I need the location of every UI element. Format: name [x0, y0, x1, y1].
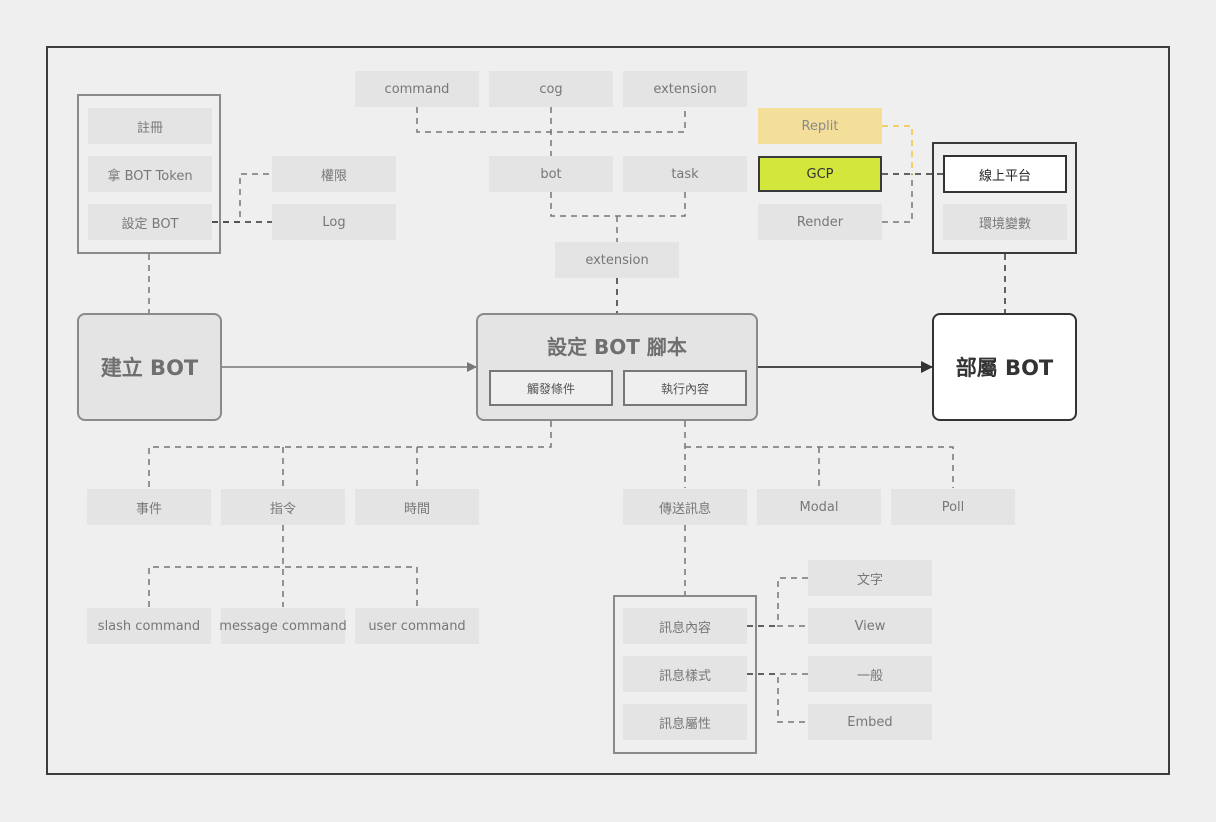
exec-box: 執行內容	[623, 370, 747, 406]
env-vars-box: 環境變數	[943, 204, 1067, 240]
slash-command-box: slash command	[87, 608, 211, 644]
user-command-box: user command	[355, 608, 479, 644]
replit-box: Replit	[758, 108, 882, 144]
task-box: task	[623, 156, 747, 192]
modal-box: Modal	[757, 489, 881, 525]
diagram-frame	[46, 46, 1170, 775]
log-box: Log	[272, 204, 396, 240]
create-steps-group	[77, 94, 221, 254]
msg-style-box: 訊息樣式	[623, 656, 747, 692]
setup-bot-box: 設定 BOT	[88, 204, 212, 240]
view-box: View	[808, 608, 932, 644]
extension-top-box: extension	[623, 71, 747, 107]
normal-box: 一般	[808, 656, 932, 692]
text-box: 文字	[808, 560, 932, 596]
deploy-bot-node: 部屬 BOT	[932, 313, 1077, 421]
embed-box: Embed	[808, 704, 932, 740]
extension-mid-box: extension	[555, 242, 679, 278]
online-platform-box: 線上平台	[943, 155, 1067, 193]
msg-attr-box: 訊息屬性	[623, 704, 747, 740]
message-command-box: message command	[219, 608, 347, 644]
command-box: command	[355, 71, 479, 107]
get-token-box: 拿 BOT Token	[88, 156, 212, 192]
cog-box: cog	[489, 71, 613, 107]
event-box: 事件	[87, 489, 211, 525]
trigger-box: 觸發條件	[489, 370, 613, 406]
send-msg-box: 傳送訊息	[623, 489, 747, 525]
msg-content-box: 訊息內容	[623, 608, 747, 644]
render-box: Render	[758, 204, 882, 240]
gcp-box: GCP	[758, 156, 882, 192]
register-box: 註冊	[88, 108, 212, 144]
poll-box: Poll	[891, 489, 1015, 525]
message-group	[613, 595, 757, 754]
deploy-group	[932, 142, 1077, 254]
bot-box: bot	[489, 156, 613, 192]
permission-box: 權限	[272, 156, 396, 192]
command-cn-box: 指令	[221, 489, 345, 525]
time-box: 時間	[355, 489, 479, 525]
create-bot-node: 建立 BOT	[77, 313, 222, 421]
bot-script-title: 設定 BOT 腳本	[547, 335, 687, 359]
